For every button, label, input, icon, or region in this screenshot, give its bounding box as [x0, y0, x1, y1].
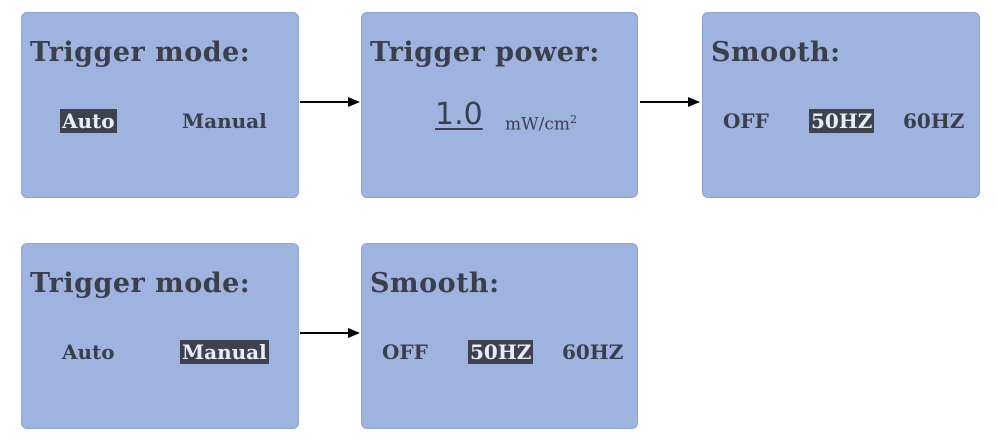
arrow-1-to-2 — [300, 97, 360, 107]
option-auto[interactable]: Auto — [62, 340, 115, 364]
panel-title: Smooth: — [711, 37, 841, 68]
panel-title: Trigger mode: — [30, 268, 251, 299]
panel-title: Smooth: — [370, 268, 500, 299]
option-60hz[interactable]: 60HZ — [903, 109, 965, 133]
power-unit: mW/cm2 — [505, 113, 577, 135]
option-50hz-selected[interactable]: 50HZ — [809, 109, 875, 133]
arrow-4-to-5 — [300, 328, 360, 338]
panel-title: Trigger mode: — [30, 37, 251, 68]
arrow-2-to-3 — [640, 97, 700, 107]
power-value[interactable]: 1.0 — [435, 97, 483, 132]
trigger-mode-panel-manual: Trigger mode: Auto Manual — [21, 243, 299, 429]
smooth-panel-top: Smooth: OFF 50HZ 60HZ — [702, 12, 980, 198]
option-60hz[interactable]: 60HZ — [562, 340, 624, 364]
option-auto-selected[interactable]: Auto — [60, 109, 117, 133]
unit-main: mW/cm — [505, 114, 570, 135]
unit-exponent: 2 — [569, 113, 577, 126]
trigger-mode-panel-auto: Trigger mode: Auto Manual — [21, 12, 299, 198]
option-50hz-selected[interactable]: 50HZ — [468, 340, 534, 364]
option-manual[interactable]: Manual — [182, 109, 267, 133]
smooth-panel-bottom: Smooth: OFF 50HZ 60HZ — [361, 243, 638, 429]
option-off[interactable]: OFF — [382, 340, 428, 364]
trigger-power-panel: Trigger power: 1.0 mW/cm2 — [361, 12, 638, 198]
option-off[interactable]: OFF — [723, 109, 769, 133]
panel-title: Trigger power: — [370, 37, 600, 68]
option-manual-selected[interactable]: Manual — [180, 340, 269, 364]
